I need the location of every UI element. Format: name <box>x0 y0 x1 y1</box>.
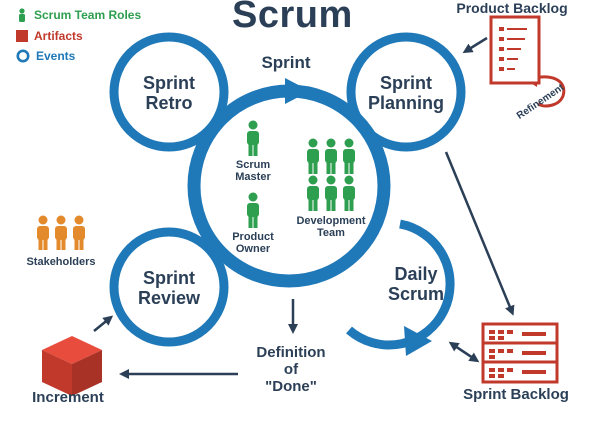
sprint-label: Sprint <box>261 53 311 72</box>
legend-roles: Scrum Team Roles <box>16 8 141 22</box>
legend-artifacts-label: Artifacts <box>34 29 83 43</box>
square-icon <box>16 30 28 42</box>
product-backlog-label: Product Backlog <box>456 0 568 16</box>
refinement-arrow <box>527 75 566 108</box>
increment-cube-icon <box>42 336 102 396</box>
development-team-label: Development Team <box>296 215 366 239</box>
backlog-to-planning-arrow <box>462 36 488 54</box>
sprint-retro-circle <box>109 32 229 152</box>
legend-events-label: Events <box>36 49 76 63</box>
diagram-title: Scrum <box>232 0 353 36</box>
increment-to-review-arrow <box>93 315 114 332</box>
legend-artifacts: Artifacts <box>16 29 83 43</box>
circle-icon <box>16 49 30 63</box>
definition-of-done-label: Definition of "Done" <box>256 344 326 395</box>
stakeholders-figures <box>37 215 85 250</box>
product-backlog-icon <box>489 15 541 85</box>
increment-label: Increment <box>32 389 104 406</box>
development-team-figures <box>307 138 355 211</box>
daily-scrum-label: Daily Scrum <box>387 264 445 304</box>
person-icon <box>19 8 25 22</box>
legend-roles-label: Scrum Team Roles <box>34 8 142 22</box>
product-owner-figure <box>247 192 259 228</box>
sprint-backlog-label: Sprint Backlog <box>463 386 569 403</box>
sprint-arrowhead <box>285 78 310 104</box>
sprint-review-label: Sprint Review <box>137 268 201 308</box>
scrum-master-figure <box>247 120 259 156</box>
planning-to-sprint-backlog-arrow <box>444 151 515 316</box>
legend-events: Events <box>16 49 75 63</box>
sprint-backlog-to-daily-arrow <box>448 341 477 362</box>
sprint-retro-label: Sprint Retro <box>143 73 195 113</box>
sprint-backlog-icon <box>481 322 559 384</box>
daily-scrum-loop <box>346 219 455 350</box>
scrum-master-label: Scrum Master <box>235 159 271 183</box>
daily-scrum-arrowhead <box>404 326 432 356</box>
sprint-planning-label: Sprint Planning <box>368 73 444 113</box>
sprint-review-circle <box>109 227 229 347</box>
sprint-planning-circle <box>346 32 466 152</box>
stakeholders-label: Stakeholders <box>26 256 96 268</box>
product-owner-label: Product Owner <box>232 231 274 255</box>
